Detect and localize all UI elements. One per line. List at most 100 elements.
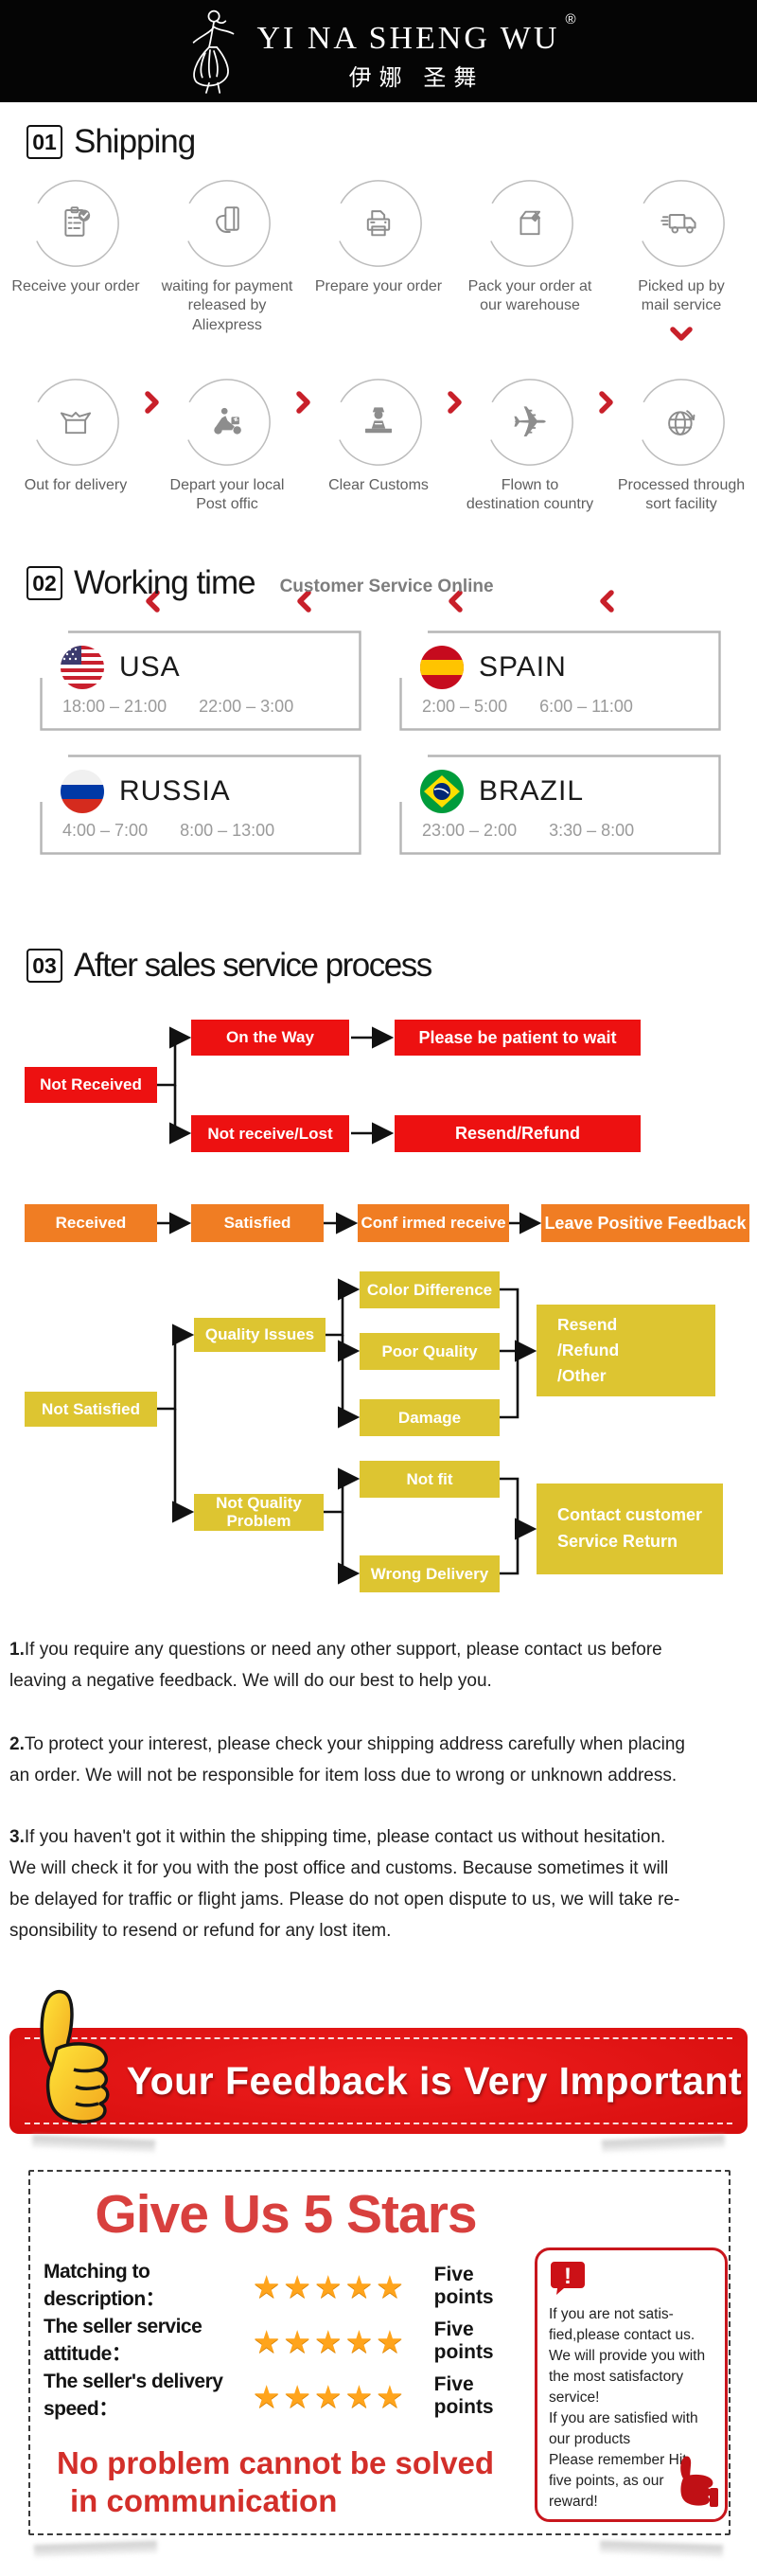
- brazil-flag-icon: [420, 770, 464, 813]
- red-thumb-icon: [670, 2454, 721, 2515]
- step-label: Pack your order at our warehouse: [467, 278, 592, 314]
- flow-node: Leave Positive Feedback: [541, 1204, 749, 1242]
- delivery-scooter-icon: [214, 407, 241, 435]
- five-stars-title: Give Us 5 Stars: [95, 2184, 477, 2245]
- step-label: Flown to destination country: [466, 477, 594, 513]
- russia-flag-icon: [61, 770, 104, 813]
- usa-flag-icon: [61, 646, 104, 689]
- alert-icon: !: [549, 2262, 587, 2300]
- step-label: Picked up by mail service: [638, 278, 725, 314]
- rating-row: The seller's delivery speed： ★★★★★ Five …: [44, 2371, 536, 2420]
- chevron-right-icon: [598, 391, 615, 414]
- open-box-icon: [60, 411, 92, 435]
- delivery-truck-icon: [660, 214, 696, 234]
- shipping-step: Out for delivery: [0, 377, 151, 495]
- chevron-right-icon: [447, 391, 464, 414]
- section-subtitle: Customer Service Online: [279, 577, 494, 596]
- flow-node: Damage: [360, 1399, 500, 1436]
- star-icons: ★★★★★: [252, 2268, 407, 2304]
- country-name: BRAZIL: [479, 775, 585, 807]
- flow-node: Resend /Refund /Other: [537, 1305, 715, 1396]
- working-time-section-title: 02 Working time Customer Service Online: [26, 564, 494, 602]
- after-sales-flowchart: On the Way Please be patient to wait Not…: [0, 1011, 757, 1598]
- country-name: USA: [119, 651, 181, 683]
- shipping-step: Prepare your order: [303, 178, 454, 296]
- flow-node: Quality Issues: [194, 1318, 326, 1352]
- section-number: 01: [26, 125, 62, 159]
- flow-node: Not Quality Problem: [194, 1494, 324, 1531]
- banner-text: Your Feedback is Very Important: [126, 2058, 743, 2103]
- satisfaction-note-box: ! If you are not satis- fied,please cont…: [535, 2247, 728, 2522]
- chevron-right-icon: [144, 391, 161, 414]
- package-icon: [519, 210, 541, 236]
- shipping-section-title: 01 Shipping: [26, 123, 196, 161]
- shipping-step: Clear Customs: [303, 377, 454, 495]
- section-heading: Shipping: [74, 123, 196, 160]
- flow-node: Conf irmed receive: [358, 1204, 509, 1242]
- chevron-left-icon: [447, 590, 464, 613]
- shipping-flow-row-1: Receive your order waiting for payment r…: [0, 178, 757, 414]
- rating-label: Matching to description：: [44, 2261, 166, 2310]
- page-shadow: [33, 2540, 158, 2558]
- note-1: 1.If you require any questions or need a…: [9, 1640, 662, 1692]
- flow-node: Please be patient to wait: [395, 1020, 641, 1056]
- rating-label: The seller service attitude：: [44, 2316, 202, 2365]
- header: YI NA SHENG WU® 伊娜 圣舞: [0, 0, 757, 102]
- spain-flag-icon: [420, 646, 464, 689]
- step-label: Out for delivery: [24, 477, 128, 493]
- star-icons: ★★★★★: [252, 2378, 407, 2414]
- brand-name-chinese: 伊娜 圣舞: [348, 64, 484, 91]
- step-label: Processed through sort facility: [617, 477, 746, 513]
- flow-node: Color Difference: [360, 1271, 500, 1308]
- shipping-step: Picked up by mail service: [606, 178, 757, 316]
- flow-node: On the Way: [191, 1020, 349, 1056]
- after-sales-section-title: 03 After sales service process: [26, 947, 432, 985]
- flow-node: Resend/Refund: [395, 1115, 641, 1152]
- five-stars-panel: Give Us 5 Stars Matching to description：…: [28, 2170, 731, 2535]
- rating-points: Five points: [433, 2264, 494, 2308]
- shipping-step: ✈ Flown to destination country: [454, 377, 606, 515]
- communication-slogan: No problem cannot be solved in communica…: [57, 2445, 495, 2519]
- shipping-step: Processed through sort facility: [606, 377, 757, 515]
- flow-node: Received: [25, 1204, 157, 1242]
- step-label: Receive your order: [11, 278, 140, 294]
- satisfaction-note-text: If you are not satis- fied,please contac…: [549, 2306, 706, 2510]
- country-name: SPAIN: [479, 651, 567, 683]
- brand-name: YI NA SHENG WU: [256, 20, 560, 56]
- page-shadow: [599, 2540, 724, 2558]
- note-3: 3.If you haven't got it within the shipp…: [9, 1827, 680, 1942]
- rating-label: The seller's delivery speed：: [44, 2371, 223, 2420]
- section-heading: After sales service process: [74, 947, 432, 984]
- flow-connectors: [157, 1026, 542, 1585]
- dancer-logo-icon: [181, 8, 241, 95]
- feedback-banner: Your Feedback is Very Important: [9, 2028, 748, 2134]
- flow-node: Not Satisfied: [25, 1392, 157, 1427]
- svg-text:!: !: [564, 2264, 572, 2289]
- printer-icon: [366, 210, 391, 237]
- flow-node: Contact customer Service Return: [537, 1483, 723, 1574]
- note-2: 2.To protect your interest, please check…: [9, 1734, 685, 1786]
- rating-points: Five points: [433, 2318, 494, 2363]
- chevron-left-icon: [144, 590, 161, 613]
- shipping-step: Depart your local Post offic: [151, 377, 303, 515]
- section-heading: Working time: [74, 564, 256, 601]
- globe-icon: [668, 410, 695, 435]
- flow-node: Not Received: [25, 1067, 157, 1103]
- rating-row: The seller service attitude： ★★★★★ Five …: [44, 2316, 536, 2365]
- shipping-step: Receive your order: [0, 178, 151, 296]
- section-number: 02: [26, 566, 62, 600]
- flow-node: Not fit: [360, 1461, 500, 1498]
- step-label: Depart your local Post offic: [169, 477, 285, 513]
- hand-card-icon: [216, 206, 239, 233]
- clipboard-check-icon: [64, 206, 91, 237]
- flow-node: Wrong Delivery: [360, 1555, 500, 1592]
- chevron-right-icon: [295, 391, 312, 414]
- shipping-step: Pack your order at our warehouse: [454, 178, 606, 316]
- chevron-down-icon: [670, 326, 693, 348]
